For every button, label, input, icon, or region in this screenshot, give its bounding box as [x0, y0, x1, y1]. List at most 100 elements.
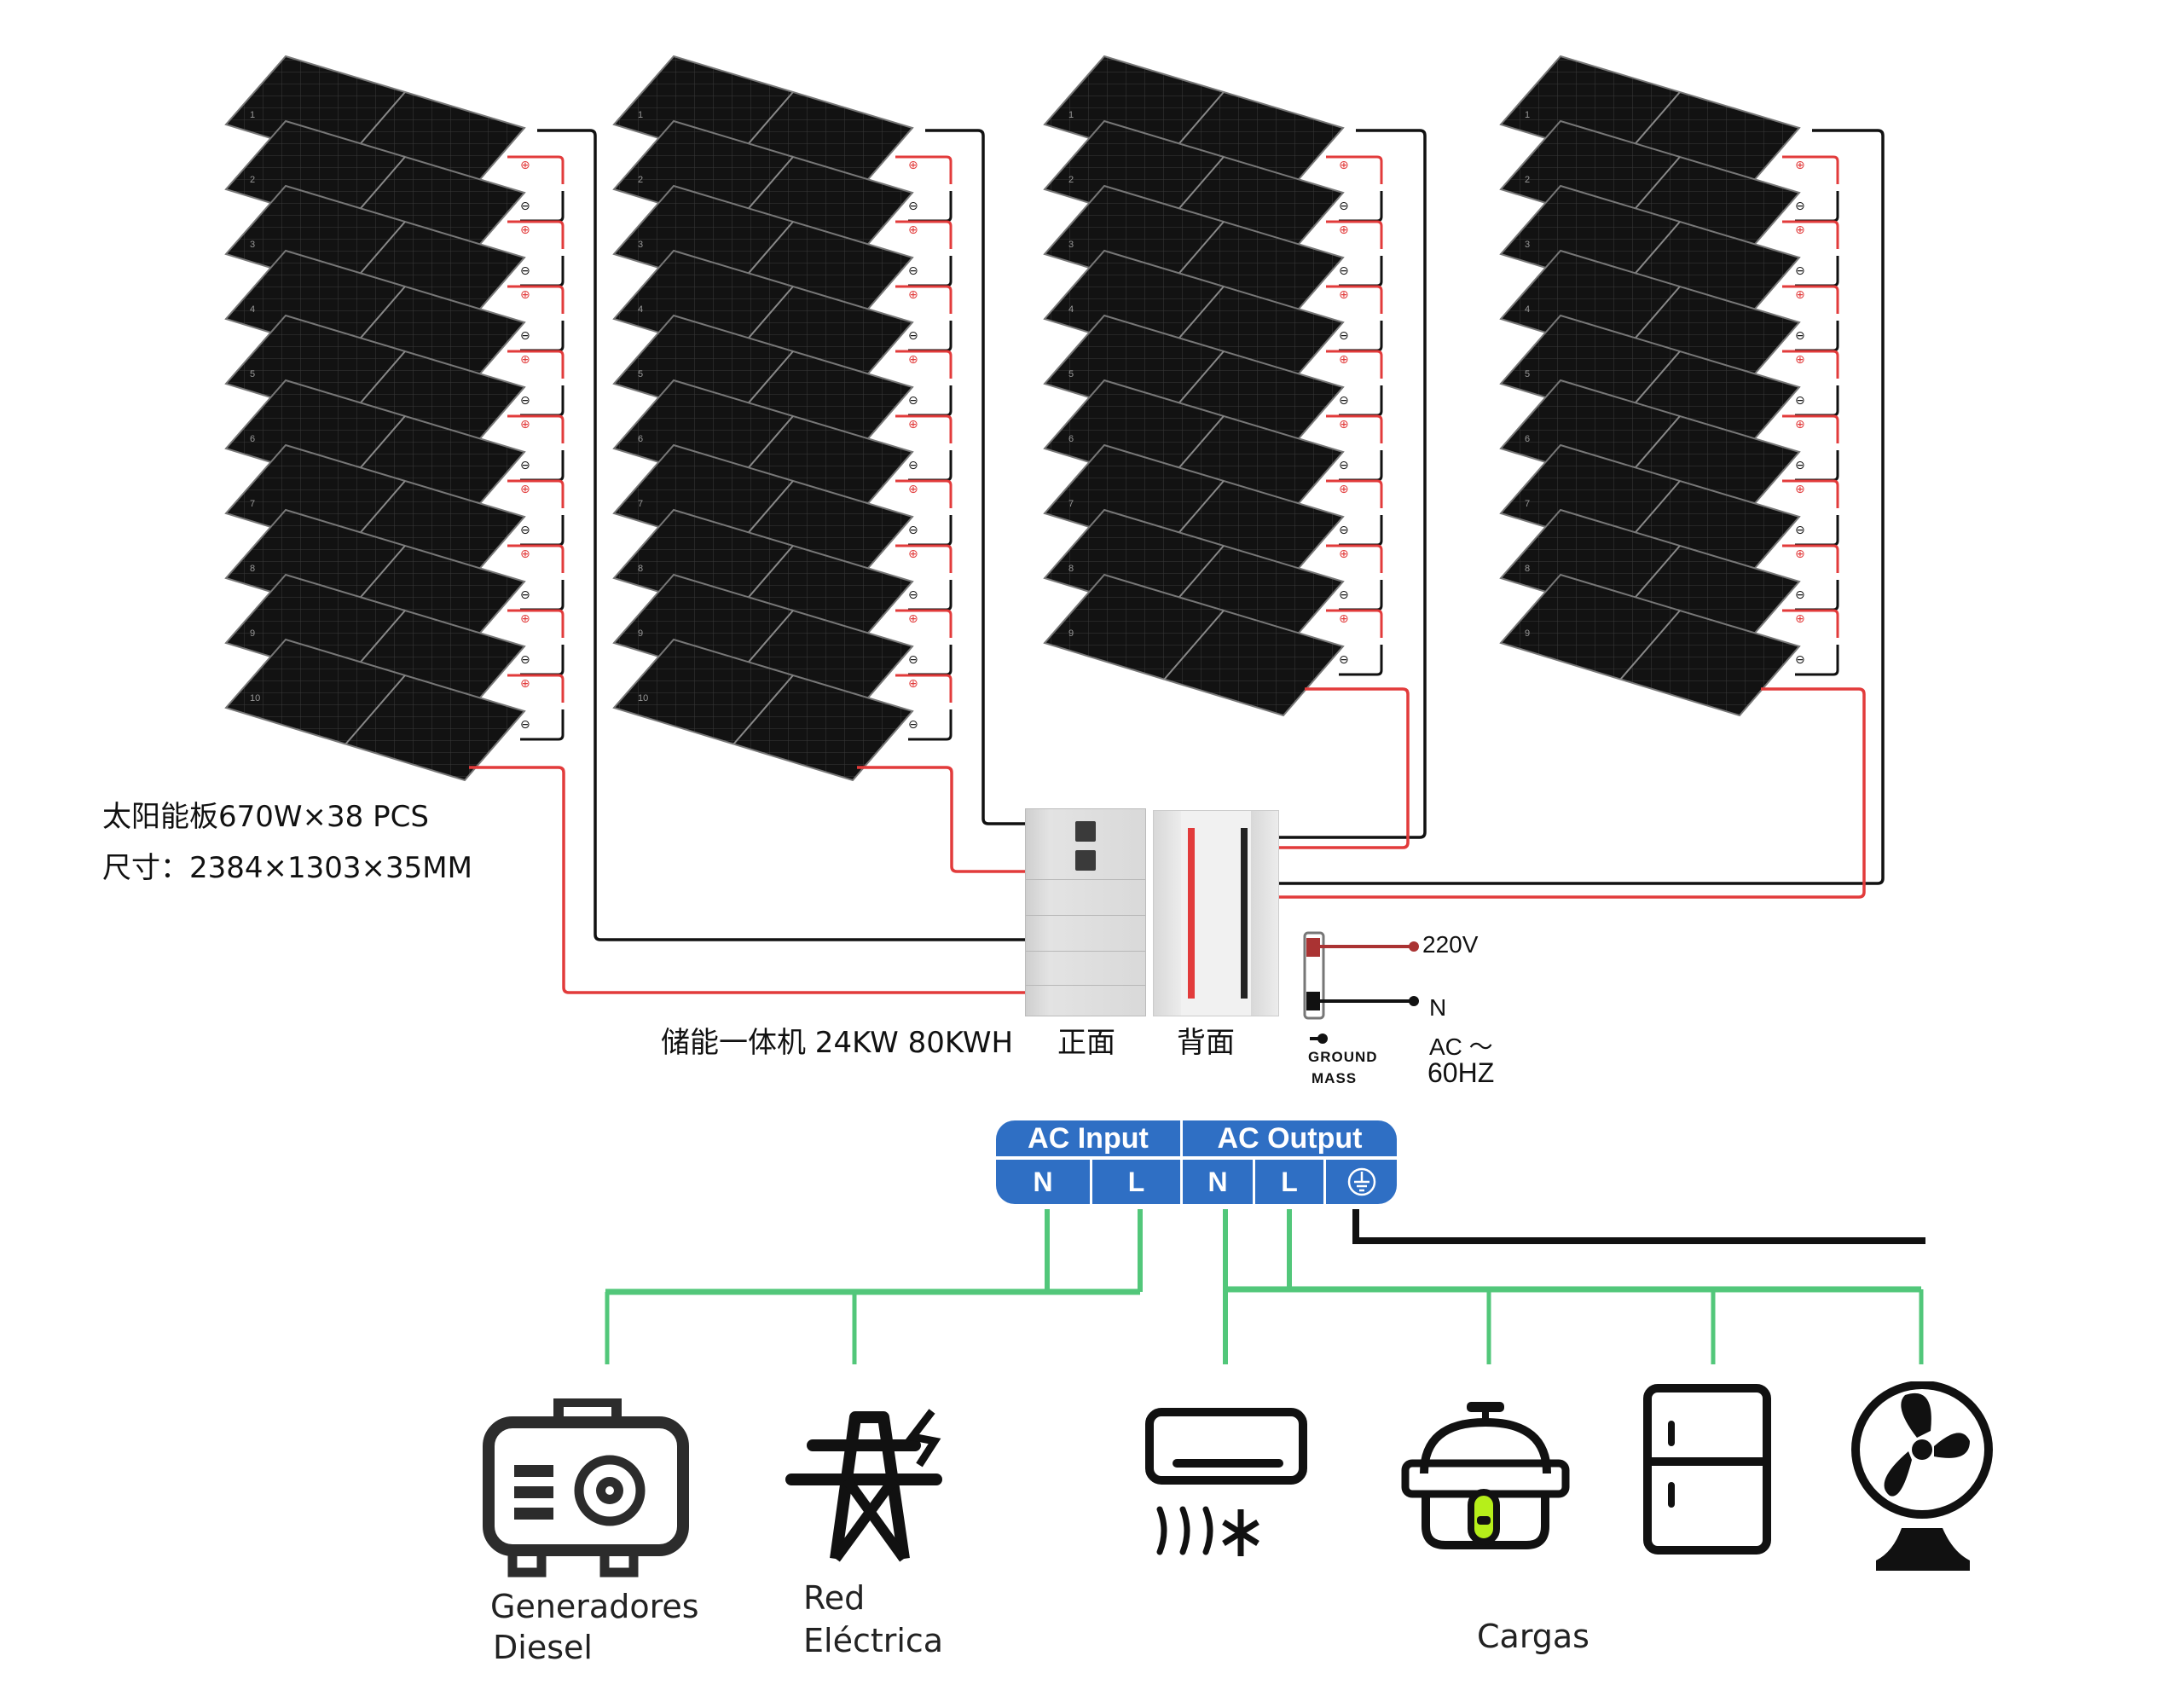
dc-wiring: ⊕⊖⊕⊖⊕⊖⊕⊖⊕⊖⊕⊖⊕⊖⊕⊖⊕⊖⊕⊖⊕⊖⊕⊖⊕⊖⊕⊖⊕⊖⊕⊖⊕⊖⊕⊖⊕⊖⊕⊖… — [469, 129, 1885, 994]
positive-home-run — [1279, 687, 1410, 849]
positive-symbol: ⊕ — [1339, 547, 1349, 560]
positive-jumper — [1326, 285, 1383, 314]
positive-busbar — [1188, 828, 1195, 999]
negative-jumper — [1339, 645, 1383, 676]
negative-symbol: ⊖ — [1795, 458, 1805, 472]
negative-symbol: ⊖ — [1339, 328, 1349, 342]
positive-jumper — [507, 609, 565, 638]
positive-symbol: ⊕ — [1339, 417, 1349, 431]
panel-number: 8 — [1525, 564, 1530, 574]
negative-busbar — [1241, 828, 1248, 999]
positive-jumper — [1326, 155, 1383, 184]
negative-symbol: ⊖ — [908, 588, 918, 601]
negative-symbol: ⊖ — [1339, 458, 1349, 472]
positive-jumper — [1326, 544, 1383, 573]
positive-jumper — [507, 350, 565, 379]
negative-jumper — [908, 709, 953, 741]
positive-jumper — [1782, 350, 1839, 379]
panel-number: 2 — [1068, 175, 1074, 185]
negative-symbol: ⊖ — [520, 199, 530, 212]
neutral-label: N — [1429, 994, 1447, 1021]
positive-jumper — [895, 155, 953, 184]
positive-jumper — [1782, 609, 1839, 638]
refrigerator-icon — [1643, 1384, 1771, 1555]
positive-symbol: ⊕ — [908, 676, 918, 690]
negative-symbol: ⊖ — [1339, 263, 1349, 277]
panel-number: 5 — [1068, 369, 1074, 379]
negative-symbol: ⊖ — [908, 652, 918, 666]
panel-number: 8 — [1068, 564, 1074, 574]
negative-symbol: ⊖ — [520, 523, 530, 536]
panel-number: 8 — [250, 564, 255, 574]
panel-number: 1 — [250, 110, 255, 120]
panel-number: 9 — [1068, 628, 1074, 639]
ac-terminal-strip: AC Input AC Output N L N L — [996, 1120, 1397, 1204]
inverter-back-view — [1153, 810, 1279, 1016]
power-tower-icon — [785, 1409, 942, 1562]
positive-symbol: ⊕ — [908, 611, 918, 625]
positive-jumper — [895, 479, 953, 508]
positive-jumper — [1782, 155, 1839, 184]
positive-jumper — [507, 544, 565, 573]
display-screen-icon — [1075, 850, 1096, 871]
panel-size-text: 尺寸：2384×1303×35MM — [102, 851, 472, 885]
panel-number: 8 — [638, 564, 643, 574]
panel-number: 9 — [250, 628, 255, 639]
panel-number: 7 — [1068, 499, 1074, 509]
negative-symbol: ⊖ — [1795, 588, 1805, 601]
ac-input-l-terminal: L — [1090, 1160, 1180, 1204]
diesel-generator-icon — [483, 1398, 689, 1578]
panel-number: 5 — [1525, 369, 1530, 379]
negative-symbol: ⊖ — [908, 328, 918, 342]
positive-jumper — [507, 479, 565, 508]
inverter-label: 储能一体机 24KW 80KWH — [661, 1026, 1014, 1060]
negative-symbol: ⊖ — [1339, 588, 1349, 601]
ac-wiring — [605, 931, 1925, 1364]
panel-number: 10 — [638, 693, 648, 703]
positive-symbol: ⊕ — [520, 547, 530, 560]
positive-jumper — [507, 155, 565, 184]
positive-symbol: ⊕ — [1795, 611, 1805, 625]
positive-home-run — [857, 766, 1025, 873]
positive-jumper — [1326, 220, 1383, 249]
negative-symbol: ⊖ — [908, 199, 918, 212]
positive-jumper — [507, 674, 565, 703]
negative-symbol: ⊖ — [1795, 652, 1805, 666]
panel-number: 4 — [638, 304, 643, 315]
ac-label: AC ～ — [1429, 1033, 1493, 1060]
positive-symbol: ⊕ — [520, 223, 530, 236]
positive-symbol: ⊕ — [1795, 352, 1805, 366]
generator-label-2: Diesel — [493, 1629, 593, 1666]
grid-label-1: Red — [803, 1579, 866, 1617]
positive-jumper — [895, 674, 953, 703]
frequency-label: 60HZ — [1427, 1057, 1495, 1088]
negative-symbol: ⊖ — [1339, 523, 1349, 536]
ac-input-header: AC Input — [1028, 1121, 1149, 1155]
negative-symbol: ⊖ — [1795, 199, 1805, 212]
positive-symbol: ⊕ — [520, 417, 530, 431]
electric-fan-icon — [1851, 1381, 1993, 1571]
negative-jumper — [1795, 645, 1839, 676]
panel-number: 10 — [250, 693, 260, 703]
positive-symbol: ⊕ — [520, 287, 530, 301]
ground-label: GROUND — [1308, 1049, 1378, 1065]
positive-jumper — [1782, 414, 1839, 443]
negative-symbol: ⊖ — [1339, 393, 1349, 407]
panel-number: 6 — [250, 434, 255, 444]
positive-jumper — [1782, 544, 1839, 573]
grid-label-2: Eléctrica — [803, 1622, 944, 1659]
panel-number: 4 — [250, 304, 255, 315]
positive-symbol: ⊕ — [908, 287, 918, 301]
panel-number: 7 — [638, 499, 643, 509]
positive-symbol: ⊕ — [1339, 287, 1349, 301]
positive-symbol: ⊕ — [520, 482, 530, 495]
positive-symbol: ⊕ — [1795, 223, 1805, 236]
positive-symbol: ⊕ — [1795, 547, 1805, 560]
ac-output-header: AC Output — [1180, 1120, 1397, 1156]
panel-number: 4 — [1068, 304, 1074, 315]
